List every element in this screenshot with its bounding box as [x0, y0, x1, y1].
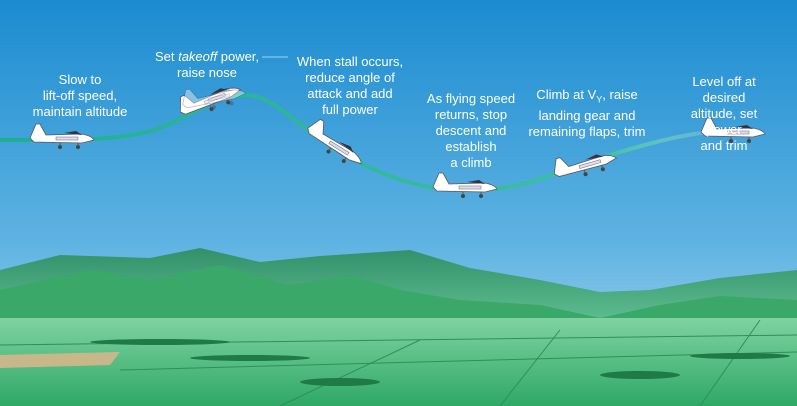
takeoff-prefix: Set: [154, 49, 179, 64]
fields: [0, 318, 797, 406]
hedgerows: [90, 339, 790, 386]
takeoff-suffix: power, raise nose: [177, 49, 260, 80]
climb-sub: Y: [596, 94, 603, 105]
field-lines: [0, 319, 797, 406]
step-level-label: Level off at desired altitude, set power…: [690, 74, 758, 153]
field-strip: [0, 352, 120, 368]
climb-suffix: , raise landing gear and remaining flaps…: [528, 87, 646, 139]
step-stall-label: When stall occurs, reduce angle of attac…: [296, 54, 404, 117]
step-climb-label: Climb at VY, raise landing gear and rema…: [528, 87, 645, 140]
step-slow-label: Slow to lift-off speed, maintain altitud…: [32, 72, 128, 119]
step-takeoff-label: Set takeoff power, raise nose: [155, 49, 259, 81]
climb-prefix: Climb at V: [536, 87, 597, 102]
takeoff-italic: takeoff: [178, 49, 218, 64]
step-recover-label: As flying speed returns, stop descent an…: [426, 91, 516, 170]
